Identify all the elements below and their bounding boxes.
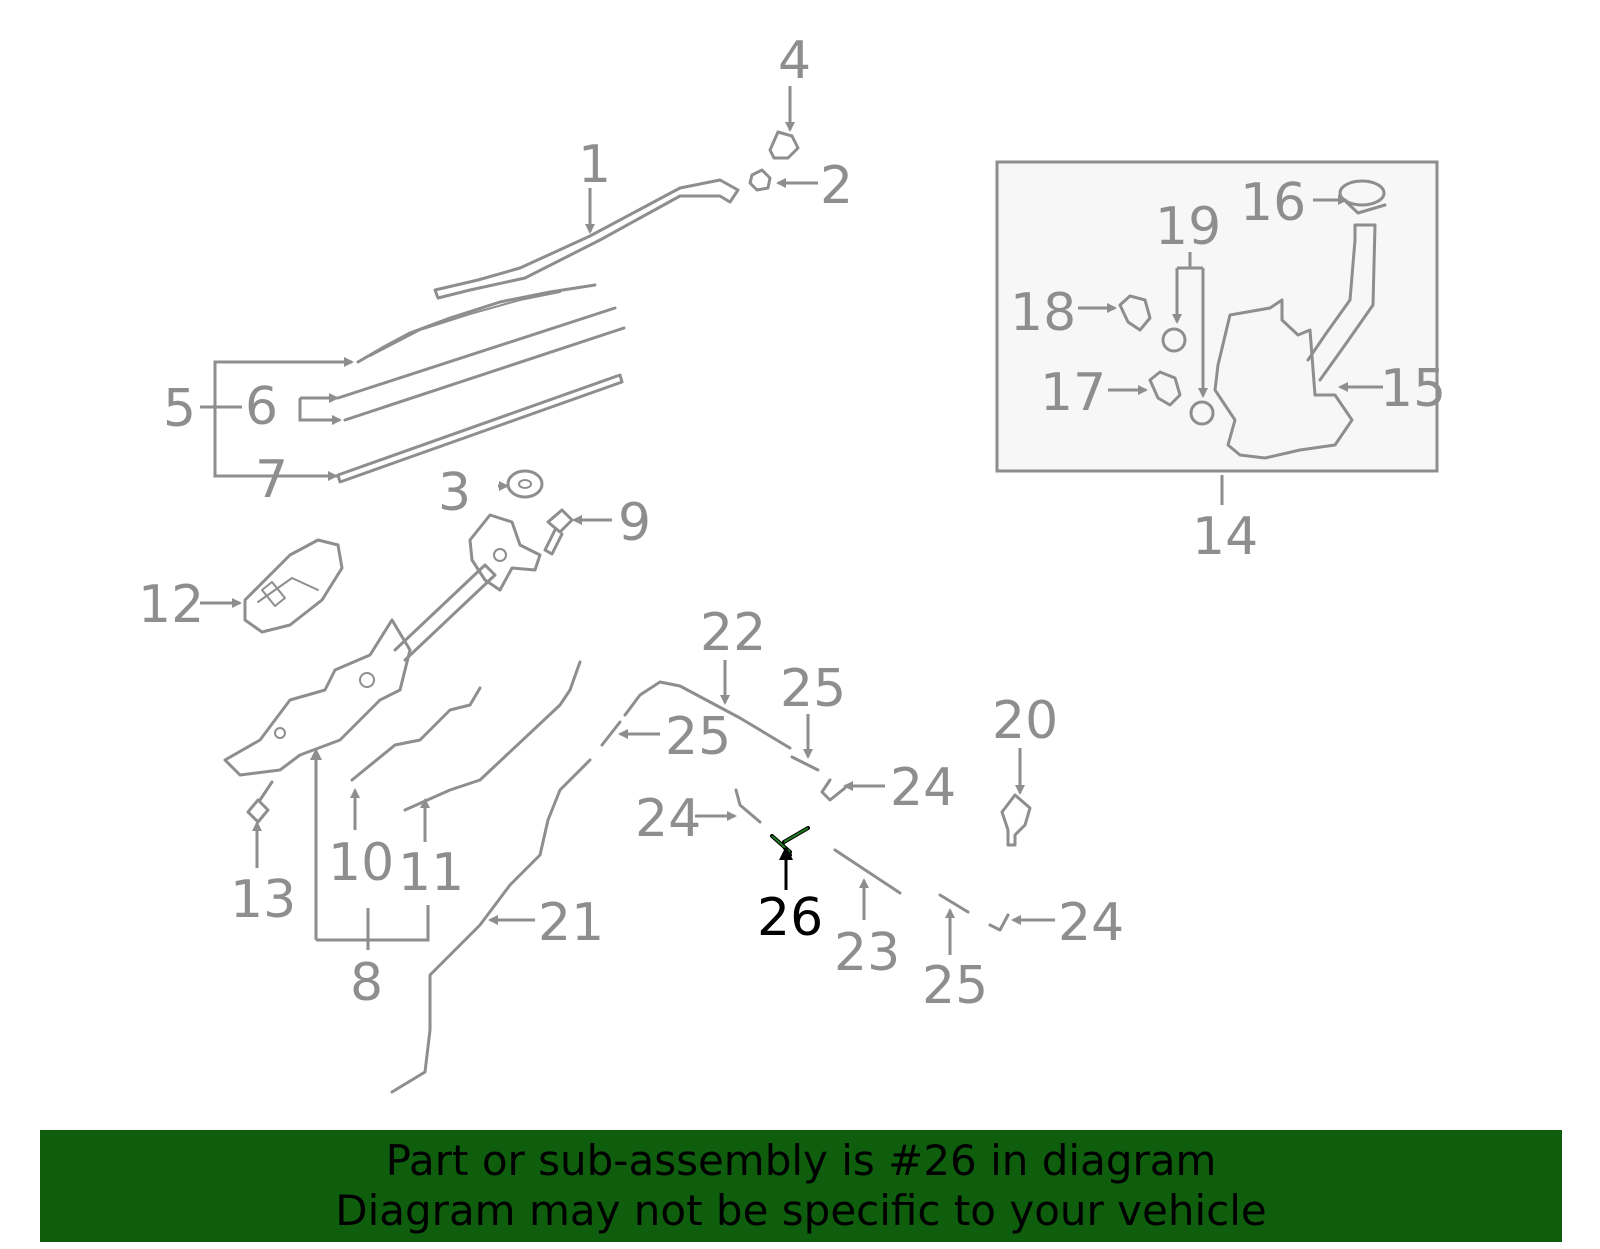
part-reservoir-15 [1213,223,1377,460]
callout-25: 25 [780,659,846,719]
part-linkage-frame [223,513,542,777]
callout-11: 11 [398,843,464,903]
callout-6: 6 [245,377,278,437]
leader-lines [200,86,1383,955]
callout-7: 7 [255,450,288,510]
part-nut [748,168,772,192]
part-joint-26 [770,826,810,857]
part-connector-25 [600,720,970,914]
callout-19: 19 [1155,197,1221,257]
callout-16: 16 [1240,173,1306,233]
part-wiper-arm [433,178,740,300]
callout-25: 25 [922,956,988,1016]
part-grommet-19 [1161,327,1215,426]
callout-18: 18 [1010,283,1076,343]
callout-22: 22 [700,603,766,663]
callout-21: 21 [538,893,604,953]
part-hose-23 [833,848,902,895]
part-nozzle-20 [1000,793,1032,847]
info-banner: Part or sub-assembly is #26 in diagram D… [40,1130,1562,1242]
part-hose-21 [390,758,592,1094]
part-pump-17 [1148,370,1182,407]
callout-2: 2 [820,156,853,216]
part-cap [768,130,800,160]
callout-9: 9 [618,493,651,553]
callout-20: 20 [992,691,1058,751]
callout-24: 24 [890,758,956,818]
part-bolt-13 [246,780,274,824]
callout-8: 8 [350,953,383,1013]
banner-line-part-number: Part or sub-assembly is #26 in diagram [385,1136,1217,1185]
part-wiper-motor [243,538,344,634]
callout-13: 13 [230,870,296,930]
callout-4: 4 [778,31,811,91]
callout-10: 10 [328,833,394,893]
callout-26-highlighted: 26 [757,888,823,948]
callout-24: 24 [1058,893,1124,953]
callout-17: 17 [1040,363,1106,423]
callout-23: 23 [834,923,900,983]
callout-1: 1 [578,135,611,195]
callout-3: 3 [438,463,471,523]
part-washer [506,469,544,499]
callout-14: 14 [1192,507,1258,567]
callout-5: 5 [163,379,196,439]
part-rod-11 [403,660,582,812]
part-hose-22 [623,680,792,750]
part-bolt-9 [543,508,574,556]
part-rod-10 [350,686,482,782]
part-pump-18 [1118,294,1152,332]
banner-line-disclaimer: Diagram may not be specific to your vehi… [335,1186,1267,1235]
part-wiper-blade [336,283,626,484]
callout-12: 12 [138,575,204,635]
callout-15: 15 [1380,359,1446,419]
callout-24: 24 [635,789,701,849]
callout-25: 25 [665,707,731,767]
part-elbow-24 [734,778,1010,932]
